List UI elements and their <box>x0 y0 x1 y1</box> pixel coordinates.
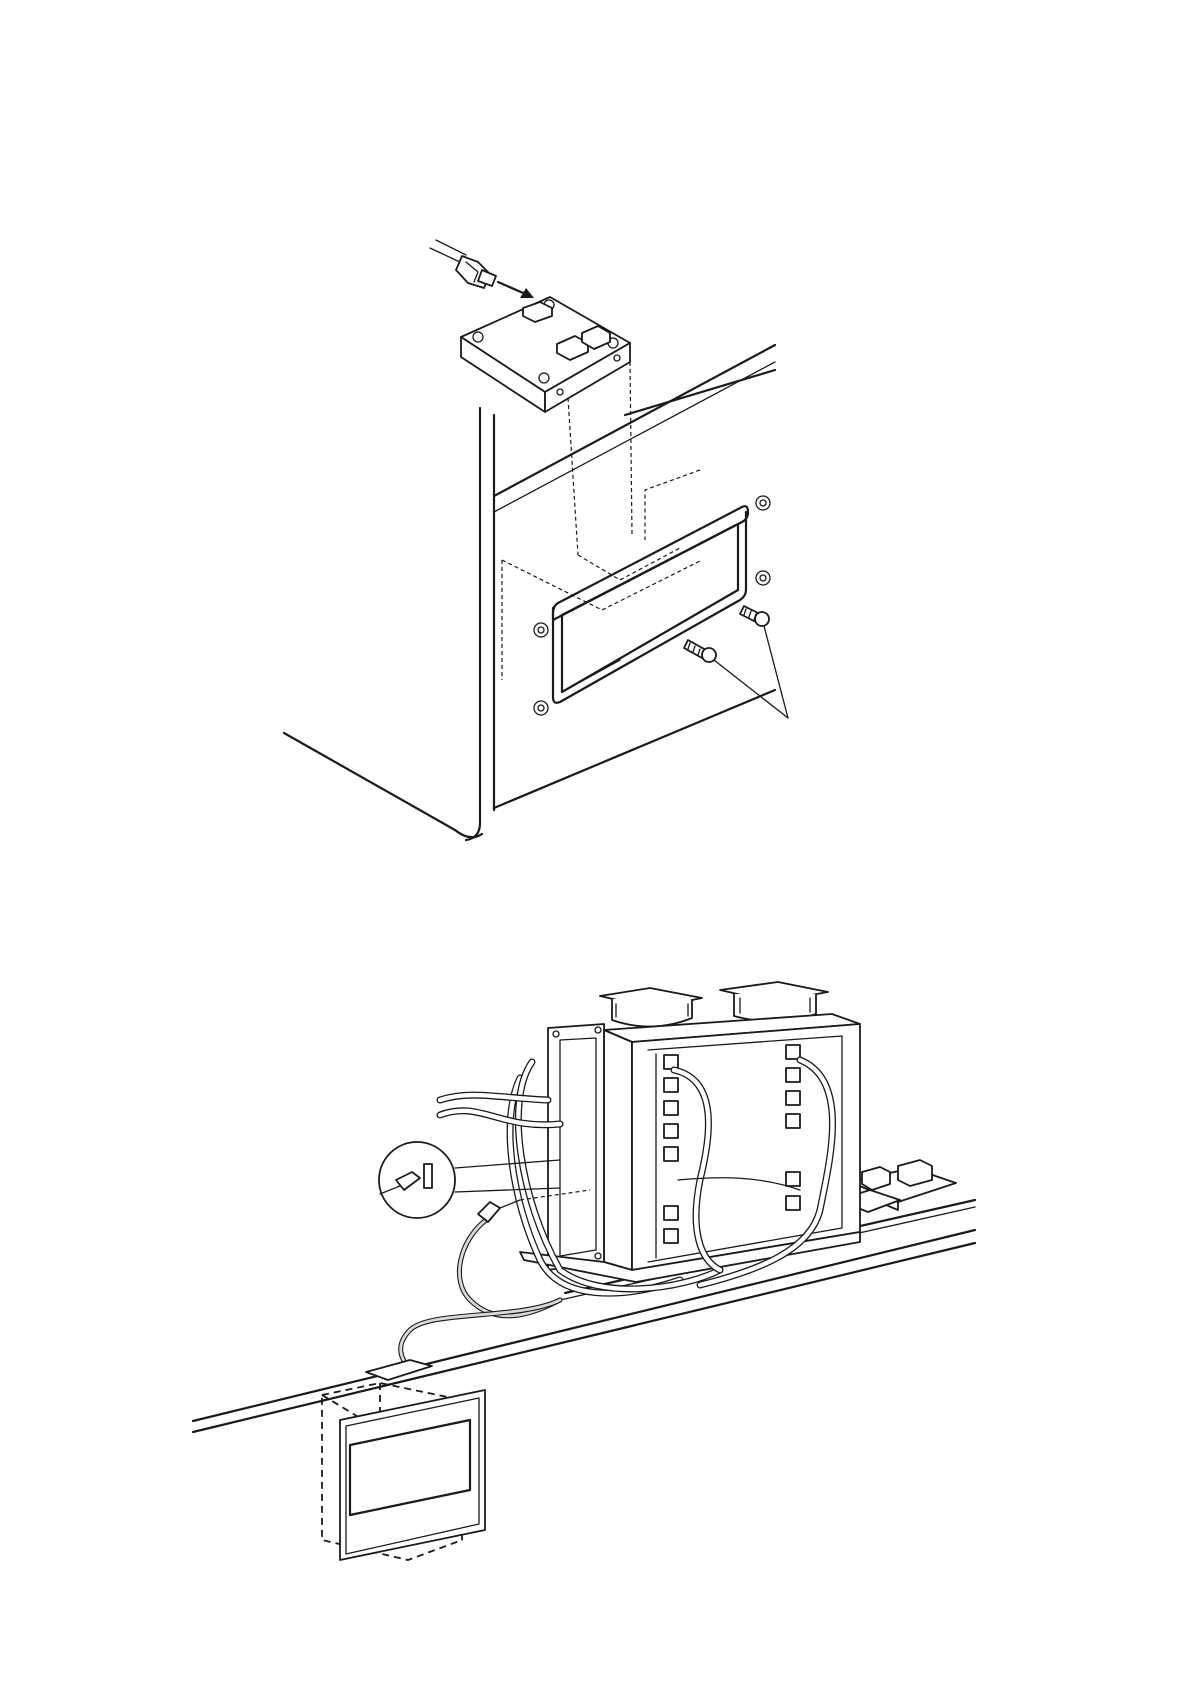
cabinet <box>284 345 775 840</box>
screw-icon <box>740 606 769 626</box>
screw-icon <box>684 640 716 662</box>
cable-plug <box>430 240 496 288</box>
cable-routing-diagram-svg <box>0 900 1190 1684</box>
connector-board <box>461 297 630 412</box>
leader-lines <box>714 626 788 718</box>
panel-opening <box>553 506 748 703</box>
projection-lines <box>502 362 702 680</box>
insert-arrow-icon <box>498 282 534 298</box>
mounting-diagram <box>0 0 1190 900</box>
screw-holes <box>534 496 770 715</box>
cable-routing-diagram <box>0 900 1190 1684</box>
bottom-opening <box>322 1360 485 1560</box>
mounting-diagram-svg <box>0 0 1190 900</box>
power-unit <box>520 1014 860 1282</box>
